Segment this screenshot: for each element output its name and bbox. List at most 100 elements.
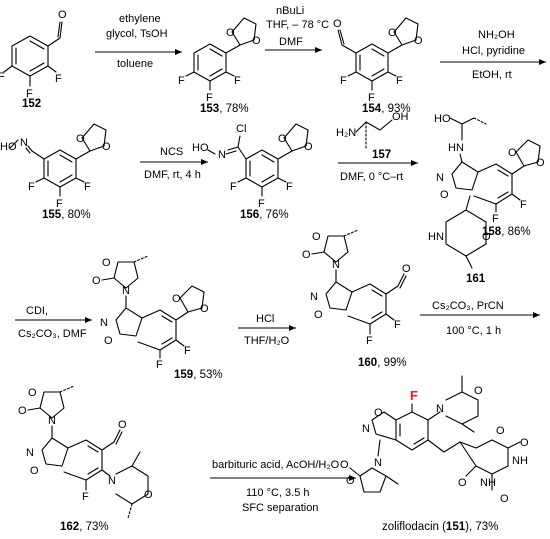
atom-O: O xyxy=(496,425,505,437)
compound-153-structure: O O F F F xyxy=(178,17,261,104)
step4-condition-2: DMF, rt, 4 h xyxy=(144,169,201,181)
atom-Cl: Cl xyxy=(236,123,246,135)
atom-O: O xyxy=(304,141,313,153)
atom-F: F xyxy=(368,92,375,104)
atom-O: O xyxy=(312,231,321,243)
atom-O: O xyxy=(482,231,491,243)
atom-N: N xyxy=(436,172,444,184)
atom-O: O xyxy=(414,35,423,47)
atom-O: O xyxy=(172,293,181,305)
atom-F: F xyxy=(366,335,373,347)
compound-160-structure: O O N N O O F F xyxy=(302,229,411,347)
compound-160-label: 160, 99% xyxy=(358,357,407,369)
step3-condition-1: NH₂OH xyxy=(478,29,515,41)
compound-162-structure: O O N N O O F N O xyxy=(18,385,153,519)
atom-F: F xyxy=(26,88,33,100)
step3-condition-3: EtOH, rt xyxy=(472,69,512,81)
step7-condition-1: HCl xyxy=(256,313,274,325)
reagent-157-label: 157 xyxy=(372,149,391,161)
atom-F: F xyxy=(206,92,213,104)
atom-F: F xyxy=(396,75,403,87)
atom-OH: OH xyxy=(392,111,409,123)
atom-O: O xyxy=(474,385,483,397)
step3-condition-2: HCl, pyridine xyxy=(462,45,525,57)
step2-condition-2: THF, – 78 °C xyxy=(266,19,329,31)
compound-152-structure: O F F F xyxy=(0,9,67,100)
atom-O: O xyxy=(374,407,383,419)
step2-condition-3: DMF xyxy=(279,36,303,48)
atom-NH: NH xyxy=(480,477,496,489)
step6-condition-1: CDI, xyxy=(26,305,48,317)
atom-O: O xyxy=(28,387,37,399)
atom-N: N xyxy=(374,457,382,469)
compound-156-structure: Cl N HO O O F F F xyxy=(192,123,313,210)
atom-H2N: H₂N xyxy=(336,127,356,139)
atom-O: O xyxy=(346,475,355,487)
atom-F: F xyxy=(286,181,293,193)
compound-159-label: 159, 53% xyxy=(174,369,223,381)
atom-F: F xyxy=(28,181,35,193)
step6-condition-2: Cs₂CO₃, DMF xyxy=(18,328,87,340)
atom-N: N xyxy=(436,403,444,415)
compound-158-structure: HO HN N O O O F F xyxy=(434,113,545,225)
zoliflodacin-label: zoliflodacin (151), 73% xyxy=(382,521,498,533)
step9-condition-2: 110 °C, 3.5 h xyxy=(246,487,310,499)
atom-O: O xyxy=(104,335,113,347)
atom-HO: HO xyxy=(192,142,209,154)
atom-O: O xyxy=(144,489,153,501)
step1-condition-2: glycol, TsOH xyxy=(106,28,168,40)
atom-O: O xyxy=(520,437,529,449)
atom-F: F xyxy=(82,491,89,503)
step1-condition-1: ethylene xyxy=(119,13,161,25)
atom-N: N xyxy=(100,317,108,329)
atom-N: N xyxy=(48,415,56,427)
highlighted-fluorine-atom: F xyxy=(410,388,418,403)
compound-155-structure: N HO O O F F F xyxy=(0,123,111,210)
atom-N: N xyxy=(310,291,318,303)
atom-F: F xyxy=(56,198,63,210)
step9-condition-3: SFC separation xyxy=(242,502,318,514)
zoliflodacin-structure: F O N N O O N O O NH NH O O O xyxy=(340,375,529,505)
compound-158-label: 158, 86% xyxy=(482,226,531,238)
atom-O: O xyxy=(440,189,449,201)
reagent-161-label: 161 xyxy=(466,273,486,285)
compound-153-label: 153, 78% xyxy=(200,103,249,115)
atom-F: F xyxy=(0,71,5,83)
atom-O: O xyxy=(92,275,101,287)
step1-condition-3: toluene xyxy=(117,58,153,70)
atom-F: F xyxy=(84,181,91,193)
atom-F: F xyxy=(156,359,163,371)
atom-O: O xyxy=(314,309,323,321)
atom-N: N xyxy=(122,285,130,297)
atom-O: O xyxy=(118,419,127,431)
compound-162-label: 162, 73% xyxy=(60,521,109,533)
atom-F: F xyxy=(178,75,185,87)
atom-O: O xyxy=(500,493,509,505)
atom-O: O xyxy=(76,133,85,145)
atom-O: O xyxy=(200,303,209,315)
atom-O: O xyxy=(508,147,517,159)
atom-O: O xyxy=(102,141,111,153)
atom-F: F xyxy=(184,345,191,357)
atom-HN: HN xyxy=(428,231,444,243)
atom-F: F xyxy=(258,198,265,210)
atom-O: O xyxy=(58,9,67,21)
atom-F: F xyxy=(55,73,62,85)
atom-N: N xyxy=(108,475,116,487)
step8-condition-2: 100 °C, 1 h xyxy=(446,325,501,337)
atom-O: O xyxy=(536,157,545,169)
atom-HO: HO xyxy=(434,113,451,125)
compound-156-label: 156, 76% xyxy=(240,209,289,221)
atom-N: N xyxy=(26,447,34,459)
atom-O: O xyxy=(302,249,311,261)
compound-152-label: 152 xyxy=(22,98,41,110)
step8-condition-1: Cs₂CO₃, PrCN xyxy=(432,300,504,312)
reagent-157-structure: H₂N OH xyxy=(336,111,409,149)
atom-O: O xyxy=(333,18,342,30)
atom-HO: HO xyxy=(0,141,17,153)
atom-HN: HN xyxy=(448,142,464,154)
atom-O: O xyxy=(18,405,27,417)
atom-N: N xyxy=(218,149,226,161)
atom-O: O xyxy=(340,459,349,471)
